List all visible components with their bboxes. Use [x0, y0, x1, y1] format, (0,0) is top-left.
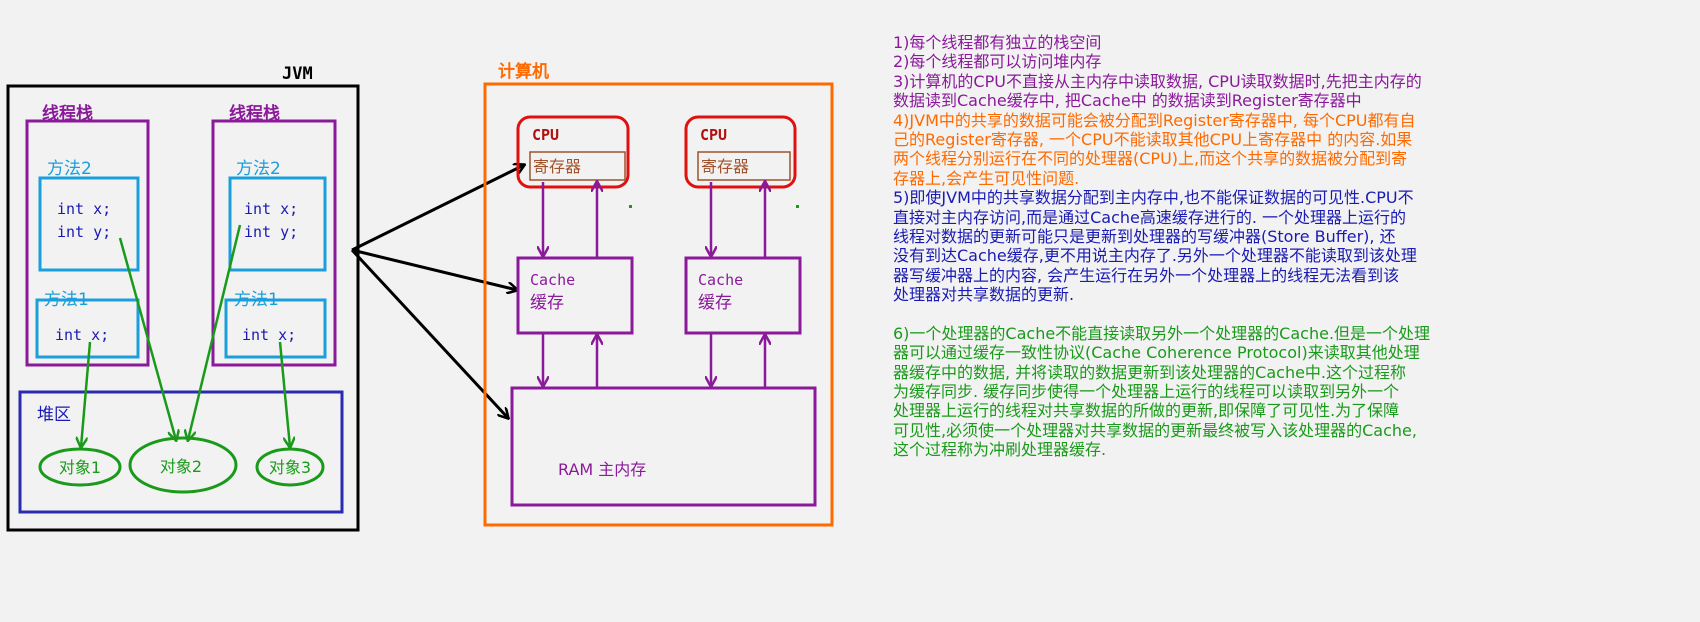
arrow-icon — [188, 224, 242, 440]
arrow-icon — [351, 165, 524, 252]
note-line: 2)每个线程都可以访问堆内存 — [893, 52, 1102, 72]
object-2 — [128, 436, 238, 494]
var-y: int y; — [57, 223, 111, 241]
var-x: int x; — [57, 200, 111, 218]
data-flow-arrows — [543, 182, 765, 388]
var-x: int x; — [55, 326, 109, 344]
method1-label: 方法1 — [44, 290, 89, 310]
note-line: 没有到达Cache缓存,更不用说主内存了.另外一个处理器不能读取到该处理 — [893, 246, 1417, 266]
computer-box: 计算机 — [483, 61, 834, 527]
note-line: 为缓存同步. 缓存同步使得一个处理器上运行的线程可以读取到另外一个 — [893, 382, 1400, 402]
method1-label: 方法1 — [234, 290, 279, 310]
note-line: 处理器上运行的线程对共享数据的所做的更新,即保障了可见性.为了保障 — [893, 401, 1400, 421]
note-line: 两个线程分别运行在不同的处理器(CPU)上,而这个共享的数据被分配到寄 — [893, 149, 1408, 169]
cache-label: Cache — [698, 271, 743, 289]
cpu-label: CPU — [532, 126, 559, 144]
note-6: 6)一个处理器的Cache不能直接读取另外一个处理器的Cache.但是一个处理 … — [893, 324, 1693, 460]
note-line: 这个过程称为冲刷处理器缓存. — [893, 440, 1107, 460]
arrow-icon — [350, 248, 508, 418]
ram-label: RAM 主内存 — [558, 460, 646, 479]
jvm-box: JVM — [6, 64, 360, 532]
note-line: 处理器对共享数据的更新. — [893, 285, 1075, 305]
cache-1: Cache 缓存 — [516, 256, 634, 335]
arrow-icon — [278, 341, 290, 447]
note-line: 器缓存中的数据, 并将读取的数据更新到该处理器的Cache中.这个过程称 — [893, 362, 1407, 382]
method2-label: 方法2 — [236, 159, 281, 179]
arrow-icon — [351, 248, 517, 290]
note-line: 5)即使JVM中的共享数据分配到主内存中,也不能保证数据的可见性.CPU不 — [893, 188, 1414, 208]
note-line: 直接对主内存访问,而是通过Cache高速缓存进行的. 一个处理器上运行的 — [893, 207, 1407, 227]
jvm-to-hardware-arrows — [350, 165, 524, 418]
cache-2: Cache 缓存 — [684, 256, 802, 335]
note-line: 3)计算机的CPU不直接从主内存中读取数据, CPU读取数据时,先把主内存的 — [893, 71, 1422, 91]
register — [529, 151, 626, 181]
method2-frame — [228, 176, 327, 272]
thread-stack-2: 线程栈 方法2 int x; int y; 方法1 int x; — [211, 103, 337, 367]
var-x: int x; — [244, 200, 298, 218]
note-5: 5)即使JVM中的共享数据分配到主内存中,也不能保证数据的可见性.CPU不 直接… — [893, 188, 1693, 304]
arrow-icon — [118, 237, 176, 440]
heap-area: 堆区 对象1 对象2 对象3 — [18, 390, 344, 514]
reference-arrows — [81, 224, 290, 447]
main-memory: RAM 主内存 — [510, 386, 817, 507]
notes-panel: 1)每个线程都有独立的栈空间 2)每个线程都可以访问堆内存 3)计算机的CPU不… — [893, 33, 1693, 460]
register-label: 寄存器 — [533, 157, 581, 176]
heap-label: 堆区 — [37, 405, 71, 425]
cpu-2: CPU 寄存器 — [684, 115, 797, 189]
object-2-label: 对象2 — [160, 457, 202, 476]
register — [697, 151, 791, 181]
cpu-label: CPU — [700, 126, 727, 144]
method1-frame — [224, 298, 327, 359]
var-y: int y; — [244, 223, 298, 241]
cache-label: Cache — [530, 271, 575, 289]
note-line: 器可以通过缓存一致性协议(Cache Coherence Protocol)来读… — [893, 343, 1420, 363]
object-1-label: 对象1 — [59, 458, 101, 477]
thread-stack-label: 线程栈 — [42, 103, 93, 124]
cache-label-cn: 缓存 — [698, 293, 732, 313]
cpu-1: CPU 寄存器 — [516, 115, 630, 189]
note-line: 1)每个线程都有独立的栈空间 — [893, 33, 1102, 52]
note-line: 可见性,必须使一个处理器对共享数据的更新最终被写入该处理器的Cache, — [893, 420, 1417, 440]
note-line: 线程对数据的更新可能只是更新到处理器的写缓冲器(Store Buffer), 还 — [893, 226, 1396, 246]
var-x: int x; — [242, 326, 296, 344]
note-4: 4)JVM中的共享的数据可能会被分配到Register寄存器中, 每个CPU都有… — [893, 111, 1693, 189]
note-line: 己的Register寄存器, 一个CPU不能读取其他CPU上寄存器中 的内容.如… — [893, 129, 1413, 149]
note-line: 数据读到Cache缓存中, 把Cache中 的数据读到Register寄存器中 — [893, 91, 1362, 111]
object-3-label: 对象3 — [269, 458, 311, 477]
computer-title: 计算机 — [498, 61, 549, 82]
jvm-title: JVM — [282, 64, 313, 84]
note-line: 器写缓冲器上的内容, 会产生运行在另外一个处理器上的线程无法看到该 — [893, 265, 1400, 285]
thread-stack-1: 线程栈 方法2 int x; int y; 方法1 int x; — [25, 103, 150, 367]
register-label: 寄存器 — [701, 157, 749, 176]
thread-stack-label: 线程栈 — [229, 103, 280, 124]
note-3: 3)计算机的CPU不直接从主内存中读取数据, CPU读取数据时,先把主内存的 数… — [893, 72, 1693, 111]
arrow-icon — [81, 341, 92, 447]
method2-frame — [38, 176, 140, 272]
note-line: 存器上,会产生可见性问题. — [893, 168, 1080, 188]
note-2: 2)每个线程都可以访问堆内存 — [893, 52, 1693, 71]
cache-label-cn: 缓存 — [530, 293, 564, 313]
note-1: 1)每个线程都有独立的栈空间 — [893, 33, 1693, 52]
note-line: 6)一个处理器的Cache不能直接读取另外一个处理器的Cache.但是一个处理 — [893, 323, 1431, 343]
note-line: 4)JVM中的共享的数据可能会被分配到Register寄存器中, 每个CPU都有… — [893, 110, 1416, 130]
method2-label: 方法2 — [47, 159, 92, 179]
